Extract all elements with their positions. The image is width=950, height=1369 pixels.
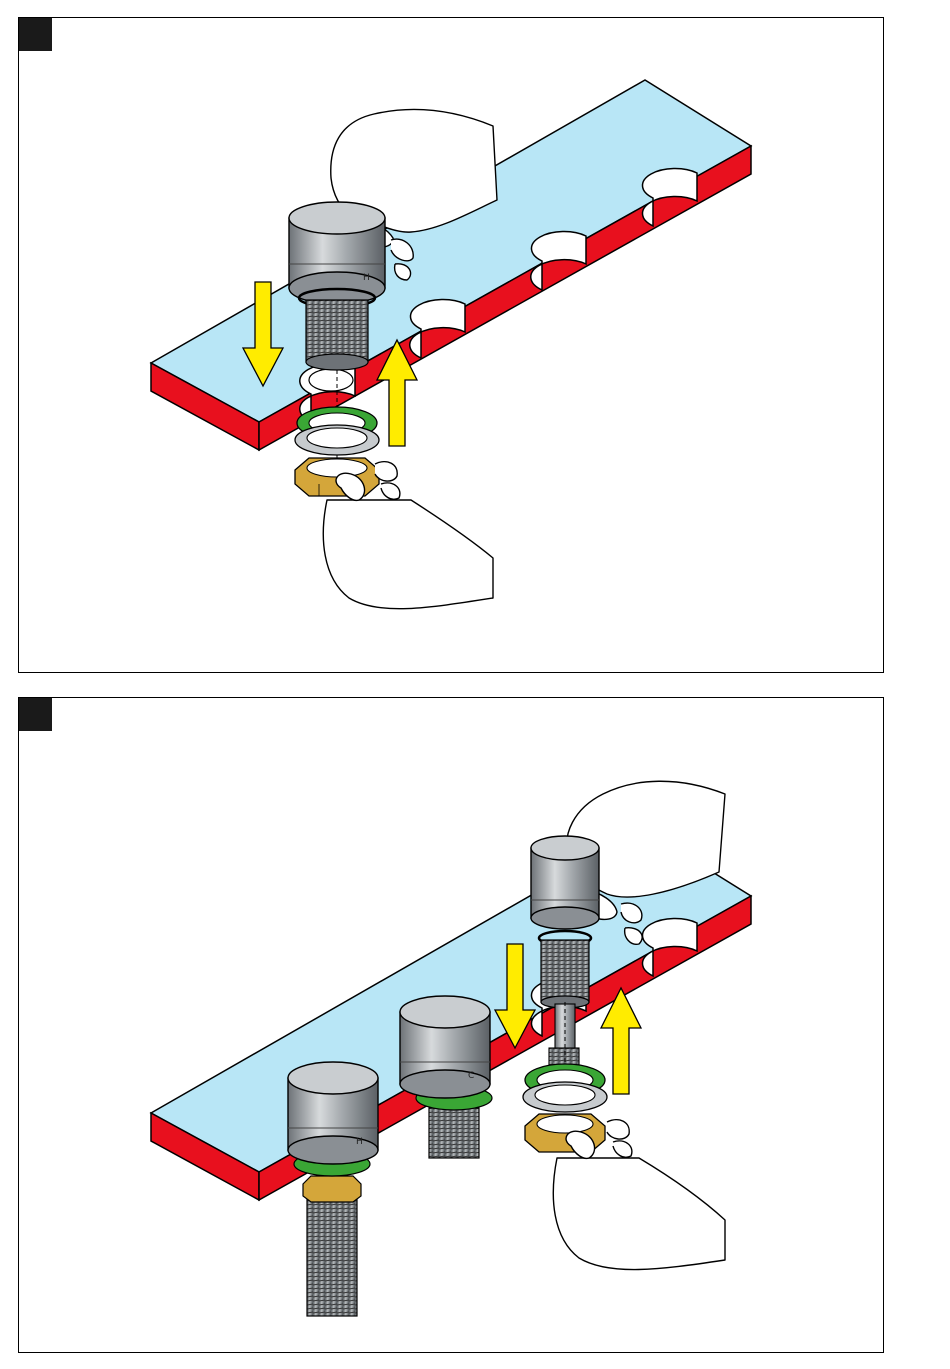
metal-washer-icon [295,425,379,455]
metal-washer-icon [523,1082,607,1112]
knob-letter-h: H [363,273,370,283]
step-panel-1: H [18,17,884,673]
knob-letter-h: H [356,1137,363,1147]
tap-knob-c: C [400,996,492,1158]
step-1-illustration: H [19,18,885,674]
hand-icon [553,1120,725,1270]
hand-icon [323,462,493,609]
step-panel-2: H C [18,697,884,1353]
tap-knob-h: H [288,1062,378,1316]
step-2-illustration: H C [19,698,885,1354]
knob-letter-c: C [468,1071,474,1081]
